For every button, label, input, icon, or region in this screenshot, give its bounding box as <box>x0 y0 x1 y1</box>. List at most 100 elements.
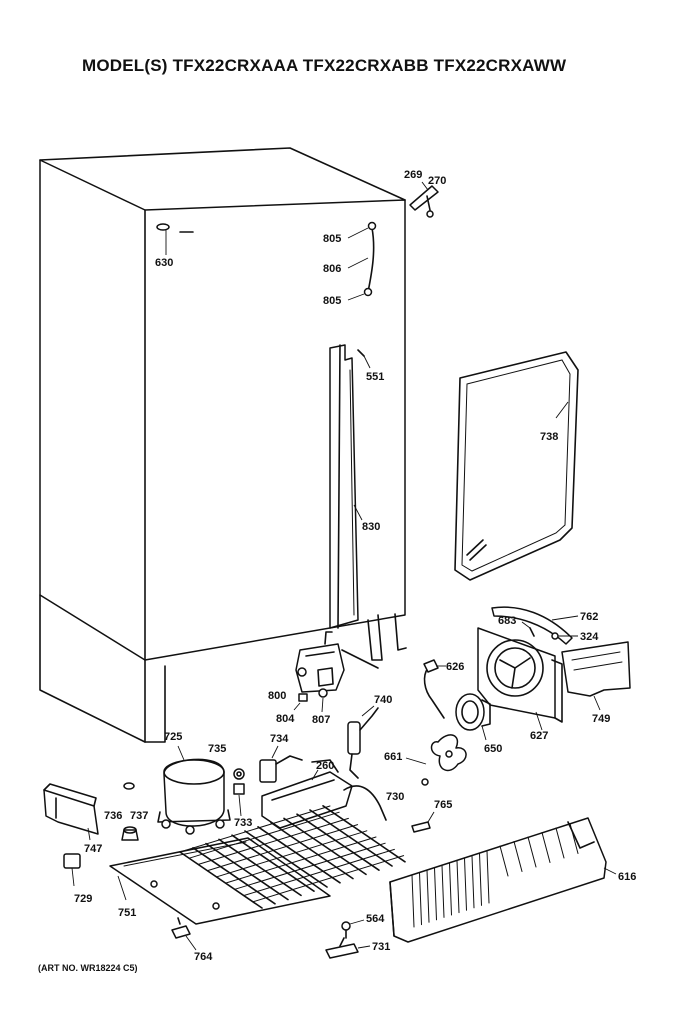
condenser-fin <box>216 830 368 878</box>
part-762-duct[interactable] <box>491 606 579 645</box>
condenser-fin <box>207 824 359 872</box>
label-804: 804 <box>276 713 295 725</box>
label-735: 735 <box>208 743 226 755</box>
part-729[interactable] <box>63 853 81 887</box>
condenser-tube <box>296 813 380 872</box>
part-804[interactable] <box>293 693 308 711</box>
part-683-screw[interactable] <box>521 621 535 637</box>
condenser-tube <box>270 821 354 880</box>
part-725-compressor[interactable] <box>157 745 231 835</box>
grille-slat <box>471 855 475 909</box>
grille-slat <box>419 872 422 926</box>
grille-slat <box>456 860 460 914</box>
condenser-tube <box>218 838 302 897</box>
part-324-screw[interactable] <box>551 632 578 640</box>
part-765[interactable] <box>411 811 435 833</box>
label-805-top: 805 <box>323 233 341 245</box>
part-749-cover[interactable] <box>561 641 631 711</box>
part-806-tube[interactable] <box>347 221 377 301</box>
condenser-tube <box>192 846 276 905</box>
label-737: 737 <box>130 810 148 822</box>
label-740: 740 <box>374 694 392 706</box>
label-564: 564 <box>366 913 385 925</box>
condenser-tube <box>179 851 263 909</box>
condenser-fin <box>188 811 340 859</box>
condenser-tube <box>322 804 406 863</box>
label-736: 736 <box>104 810 122 822</box>
grille-vent <box>499 845 509 877</box>
part-735[interactable] <box>233 768 245 780</box>
part-551-screw[interactable] <box>357 349 371 369</box>
label-551: 551 <box>366 371 384 383</box>
part-751-base[interactable] <box>109 837 331 925</box>
refrigerator-cabinet <box>39 147 407 743</box>
part-747-bracket[interactable] <box>43 783 99 841</box>
label-807: 807 <box>312 714 330 726</box>
diagram-title: MODEL(S) TFX22CRXAAA TFX22CRXABB TFX22CR… <box>82 56 567 75</box>
part-630[interactable] <box>156 223 194 255</box>
label-731: 731 <box>372 941 390 953</box>
condenser-tube <box>309 809 393 867</box>
condenser-tube <box>244 830 328 888</box>
condenser-fin <box>243 848 395 896</box>
art-number: (ART NO. WR18224 C5) <box>38 963 138 973</box>
condenser-fin <box>253 855 405 903</box>
label-630: 630 <box>155 257 173 269</box>
label-800: 800 <box>268 690 286 702</box>
label-650: 650 <box>484 743 502 755</box>
part-740[interactable] <box>347 705 379 779</box>
part-738-gasket[interactable] <box>454 351 579 581</box>
part-734-relay[interactable] <box>259 745 303 783</box>
part-737[interactable] <box>121 826 139 841</box>
part-564-screw[interactable] <box>341 919 365 939</box>
part-627-fan-shroud[interactable] <box>477 627 563 731</box>
grille-slat <box>479 852 482 906</box>
part-807[interactable] <box>318 688 328 713</box>
grille-slat <box>441 864 445 918</box>
part-661-fan-blade[interactable] <box>405 734 467 786</box>
label-806: 806 <box>323 263 341 275</box>
part-260-drain-pan[interactable] <box>261 759 353 829</box>
condenser-fin <box>197 817 349 865</box>
part-764[interactable] <box>171 917 197 951</box>
callout-labels: 269 270 805 806 805 630 551 738 830 762 … <box>74 169 636 963</box>
part-626-harness[interactable] <box>423 659 446 719</box>
condenser-fin <box>234 842 386 890</box>
part-733[interactable] <box>233 783 245 817</box>
condenser-inlet <box>343 785 387 821</box>
grille-vent <box>569 823 579 854</box>
part-830-channel[interactable] <box>329 344 363 629</box>
grille-vent <box>527 836 537 868</box>
grille-slat <box>486 850 490 904</box>
part-269-270[interactable] <box>409 181 439 218</box>
part-800-valve[interactable] <box>295 631 379 693</box>
grille-slat <box>464 857 467 911</box>
label-616: 616 <box>618 871 636 883</box>
label-765: 765 <box>434 799 452 811</box>
label-725: 725 <box>164 731 182 743</box>
label-762: 762 <box>580 611 598 623</box>
label-626: 626 <box>446 661 464 673</box>
label-270: 270 <box>428 175 446 187</box>
label-627: 627 <box>530 730 548 742</box>
part-650-fan-motor[interactable] <box>455 693 491 741</box>
grille-slat <box>411 874 415 928</box>
label-738: 738 <box>540 431 558 443</box>
label-730: 730 <box>386 791 404 803</box>
label-749: 749 <box>592 713 610 725</box>
label-830: 830 <box>362 521 380 533</box>
part-730-condenser[interactable] <box>179 785 406 909</box>
label-661: 661 <box>384 751 402 763</box>
part-731-clip[interactable] <box>325 937 371 959</box>
condenser-fin <box>179 805 331 853</box>
part-616-grille[interactable] <box>389 817 617 943</box>
label-764: 764 <box>194 951 213 963</box>
label-683: 683 <box>498 615 516 627</box>
grille-vent <box>555 827 565 859</box>
part-736[interactable] <box>123 782 135 790</box>
label-747: 747 <box>84 843 102 855</box>
grille-slat <box>449 862 452 916</box>
label-751: 751 <box>118 907 136 919</box>
label-733: 733 <box>234 817 252 829</box>
